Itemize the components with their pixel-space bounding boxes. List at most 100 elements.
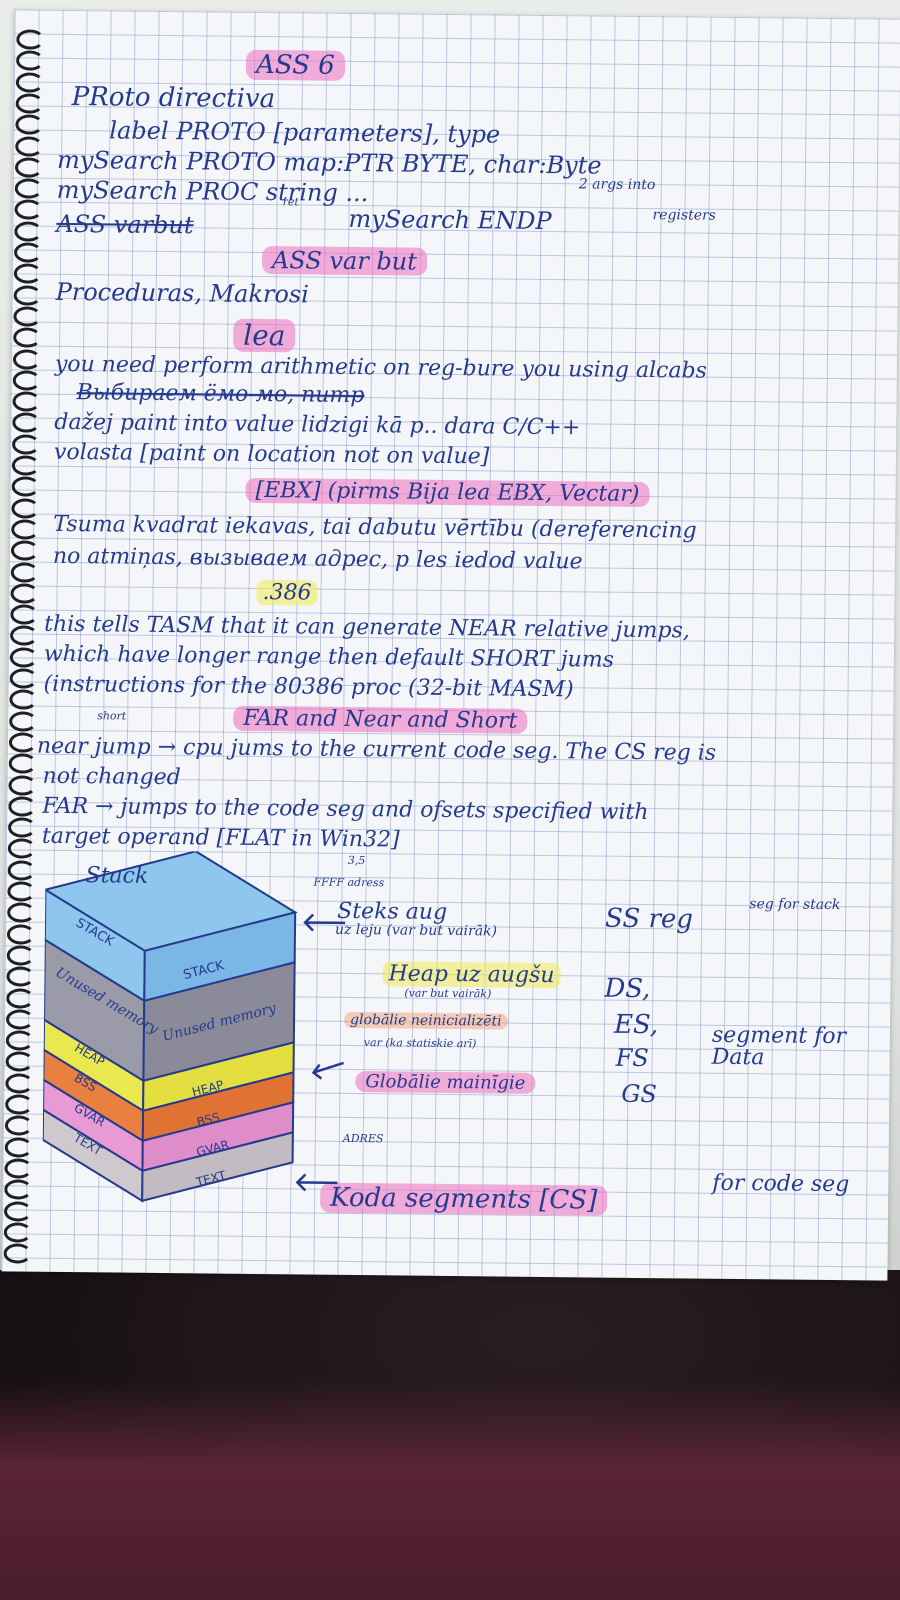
spiral-ring [14, 199, 43, 221]
spiral-ring [11, 519, 40, 540]
spiral-ring [14, 221, 43, 242]
spiral-ring [12, 370, 41, 391]
spiral-ring [9, 625, 39, 647]
spiral-ring [5, 1073, 34, 1094]
spiral-ring [8, 796, 37, 817]
spiral-ring [14, 178, 43, 199]
far-line1: FAR → jumps to the code seg and ofsets s… [42, 793, 649, 826]
spiral-ring [11, 497, 40, 519]
ss-reg: SS reg [604, 903, 694, 935]
for-code-seg: for code seg [712, 1170, 850, 1198]
far-heading: FAR and Near and Short [233, 705, 528, 734]
registers-note: registers [652, 207, 716, 224]
ret-note: ret [282, 195, 299, 209]
procedures-line: Proceduras, Makrosi [55, 277, 310, 309]
ass-crossed: ASS varbut [56, 209, 194, 240]
tasm-line1: this tells TASM that it can generate NEA… [44, 611, 690, 644]
spiral-ring [5, 1009, 35, 1030]
spiral-ring [7, 881, 36, 902]
segment-for-data: segment for Data [711, 1022, 847, 1071]
spiral-ring [9, 710, 38, 732]
heap-desc2: (var but vairāk) [404, 986, 492, 1001]
cube-label-bss-right: BSS [195, 1110, 221, 1129]
spiral-ring [3, 1222, 32, 1243]
spiral-ring [15, 135, 44, 157]
fs-reg: FS [615, 1043, 649, 1073]
arrow-stack [303, 913, 346, 932]
spiral-ring [13, 242, 43, 263]
spiral-ring [5, 1051, 34, 1073]
ffff-note: FFFF adress [313, 875, 385, 890]
tasm-line3: (instructions for the 80386 proc (32-bit… [43, 671, 574, 703]
spiral-ring [13, 284, 42, 306]
proto-example: mySearch PROTO map:PTR BYTE, char:Byte [56, 145, 602, 180]
spiral-ring [11, 476, 40, 497]
spiral-ring [9, 647, 38, 668]
proto-syntax: label PROTO [parameters], type [109, 116, 501, 149]
spiral-ring [4, 1136, 33, 1158]
ds-reg: DS, [604, 973, 651, 1005]
spiral-ring [12, 348, 42, 370]
spiral-ring [15, 114, 44, 135]
globals-init: Globālie mainīgie [355, 1071, 536, 1094]
stack-desc2: uz leju (var but vairāk) [334, 921, 498, 940]
spiral-ring [14, 157, 44, 178]
spiral-ring [15, 50, 45, 72]
far-line2: target operand [FLAT in Win32] [41, 823, 400, 853]
arrows-group [295, 913, 346, 1192]
spiral-ring [10, 540, 40, 561]
arrow-text [295, 1173, 338, 1192]
lea-line4: volasta [paint on location not on value] [53, 439, 490, 470]
spiral-ring [7, 817, 37, 838]
spiral-ring [15, 93, 44, 114]
spiral-ring [13, 327, 42, 348]
endp-line: mySearch ENDP [348, 204, 552, 236]
spiral-ring [6, 923, 36, 945]
args-note: 2 args into [578, 176, 656, 194]
near-line1: near jump → cpu jums to the current code… [36, 733, 717, 766]
gs-reg: GS [621, 1079, 658, 1109]
spiral-ring [9, 668, 38, 689]
spiral-ring [5, 1030, 34, 1051]
heading-ass-var: ASS var but [261, 246, 428, 276]
spiral-ring [10, 604, 39, 625]
lea-line3: dažej paint into value lidzigi kā p.. da… [54, 409, 581, 441]
spiral-ring [7, 902, 36, 923]
spiral-ring [10, 583, 39, 604]
ebx-line: [EBX] (pirms Bija lea EBX, Vectar) [245, 477, 650, 508]
spiral-ring [8, 732, 38, 753]
lea-line1: you need perform arithmetic on reg-bure … [54, 351, 708, 384]
layer-text-right [141, 1131, 294, 1203]
spiral-ring [10, 561, 39, 583]
seg-for-stack: seg for stack [749, 896, 841, 914]
heap-desc: Heap uz augšu [382, 961, 561, 989]
spiral-ring [9, 689, 38, 710]
spiral-ring [4, 1115, 34, 1136]
spiral-ring [12, 391, 41, 412]
spiral-ring [4, 1158, 33, 1179]
heading-ass6: ASS 6 [245, 49, 345, 81]
globals-uninit2: var (ka statiskie arī) [363, 1036, 477, 1051]
spiral-ring [4, 1179, 33, 1200]
spiral-ring [8, 774, 37, 796]
spiral-ring [8, 753, 37, 774]
short-note: short [97, 709, 127, 723]
spiral-ring [3, 1200, 33, 1222]
lea-line5: Tsuma kvadrat iekavas, tai dabutu vērtīb… [53, 511, 697, 544]
lea-line2: Выбираем ёмо-мо, nump [76, 380, 365, 409]
stack-title: Stack [85, 863, 148, 889]
heading-386: .386 [256, 579, 318, 606]
spiral-ring [12, 412, 41, 434]
memory-layout-cube: Stack STACK STACK Unused memory Unused m… [41, 850, 298, 1203]
near-line2: not changed [42, 763, 181, 791]
spiral-ring [6, 966, 35, 987]
es-reg: ES, [613, 1009, 659, 1041]
spiral-ring [7, 860, 36, 881]
proc-line: mySearch PROC string ... [56, 175, 369, 208]
spiral-ring [15, 72, 44, 93]
spiral-ring [13, 306, 42, 327]
spiral-ring [16, 29, 45, 50]
spiral-ring [6, 945, 35, 966]
globals-uninit: globālie neinicializēti [343, 1011, 508, 1030]
lea-line6: no atmiņas, вызываем адрес, p les iedod … [52, 543, 583, 575]
